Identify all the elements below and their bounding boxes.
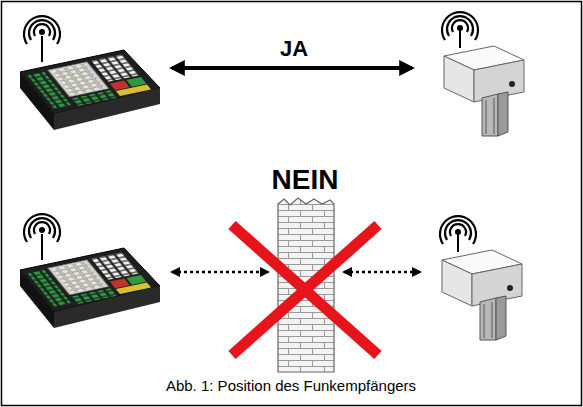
warning-label: NEIN (272, 166, 339, 194)
figure-caption: Abb. 1: Position des Funkempfängers (166, 378, 416, 393)
double-arrow (172, 66, 412, 70)
dotted-arrow (344, 271, 420, 274)
control-unit (20, 16, 160, 130)
radio-receiver (442, 12, 524, 136)
arrow-label: JA (280, 38, 308, 60)
control-unit (20, 214, 160, 328)
dotted-arrow (172, 271, 268, 274)
red-cross (232, 225, 378, 355)
radio-receiver (440, 216, 522, 340)
